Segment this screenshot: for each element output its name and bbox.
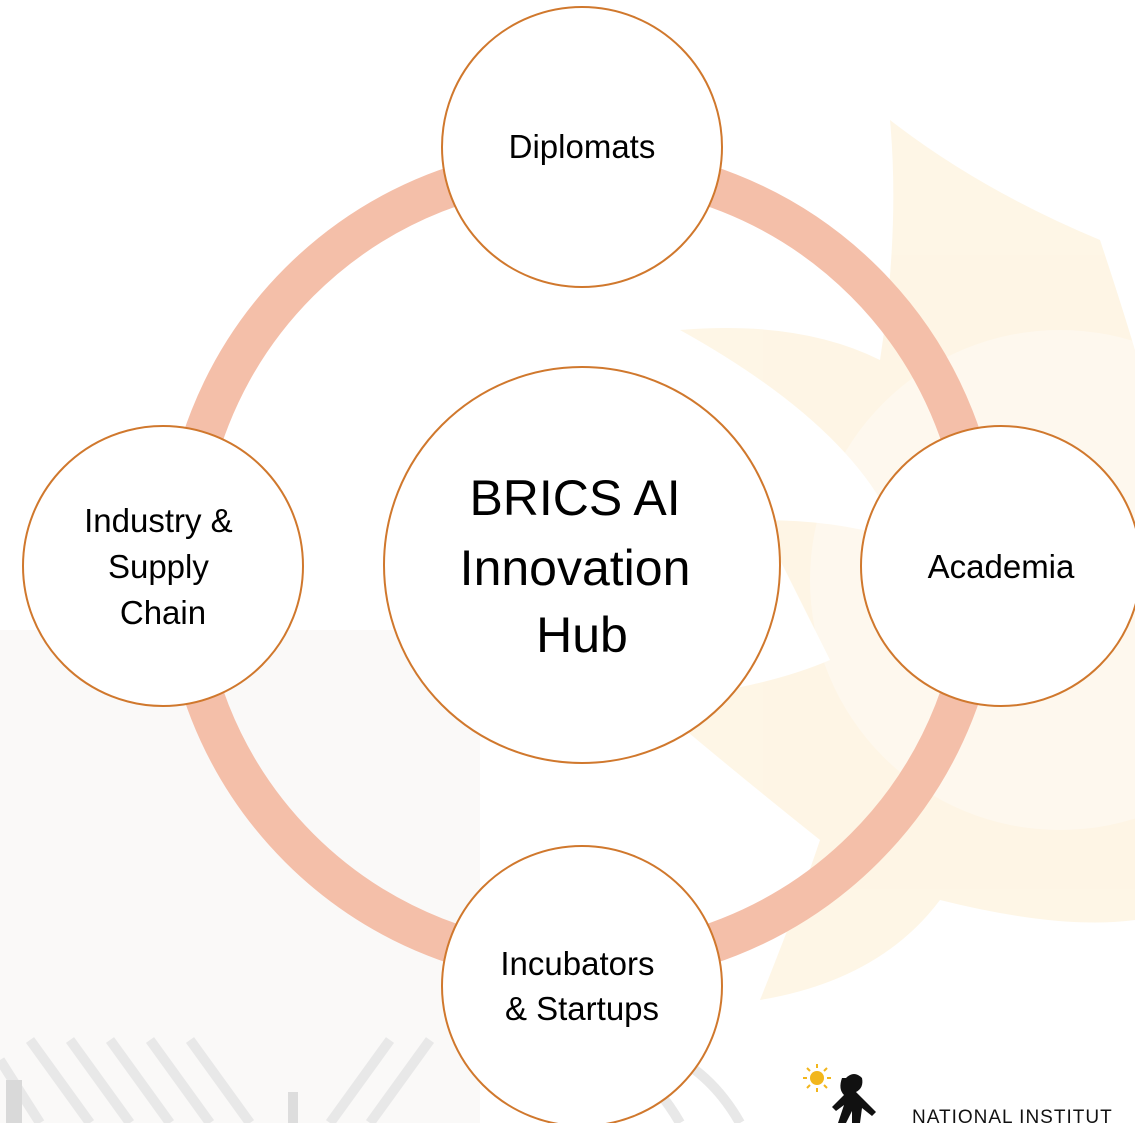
node-incubators-startups: Incubators & Startups <box>441 845 723 1123</box>
node-academia-label: Academia <box>928 548 1075 585</box>
center-hub: BRICS AI Innovation Hub <box>383 366 781 764</box>
node-academia-circle <box>860 425 1135 707</box>
node-industry-supply-chain: Industry & Supply Chain <box>22 425 304 707</box>
node-academia: Academia <box>860 425 1135 707</box>
node-diplomats-label: Diplomats <box>509 128 656 165</box>
node-industry-supply-chain-line-1: Industry & <box>84 502 233 539</box>
center-hub-line-1: BRICS AI <box>469 470 680 526</box>
silhouette-figure <box>288 1092 298 1123</box>
center-hub-circle <box>383 366 781 764</box>
node-incubators-startups-label: Incubators & Startups <box>500 945 663 1027</box>
node-diplomats-circle <box>441 6 723 288</box>
node-diplomats-line-1: Diplomats <box>509 128 656 165</box>
silhouette-figure <box>6 1080 22 1123</box>
node-industry-supply-chain-label: Industry & Supply Chain <box>84 502 242 631</box>
node-industry-supply-chain-line-2: Supply <box>108 548 209 585</box>
center-hub-line-3: Hub <box>536 607 628 663</box>
institute-logo: NATIONAL INSTITUT <box>803 1064 1113 1123</box>
node-industry-supply-chain-circle <box>22 425 304 707</box>
background-gray-band <box>0 630 480 1123</box>
node-academia-line-1: Academia <box>928 548 1075 585</box>
node-incubators-startups-line-1: Incubators <box>500 945 654 982</box>
node-diplomats: Diplomats <box>441 6 723 288</box>
sun-icon <box>803 1064 831 1092</box>
logo-text: NATIONAL INSTITUT <box>912 1107 1113 1123</box>
center-hub-label: BRICS AI Innovation Hub <box>460 470 705 663</box>
figure-icon <box>832 1074 876 1123</box>
node-industry-supply-chain-line-3: Chain <box>120 594 206 631</box>
center-hub-line-2: Innovation <box>460 540 691 596</box>
node-incubators-startups-line-2: & Startups <box>505 990 659 1027</box>
node-incubators-startups-circle <box>441 845 723 1123</box>
